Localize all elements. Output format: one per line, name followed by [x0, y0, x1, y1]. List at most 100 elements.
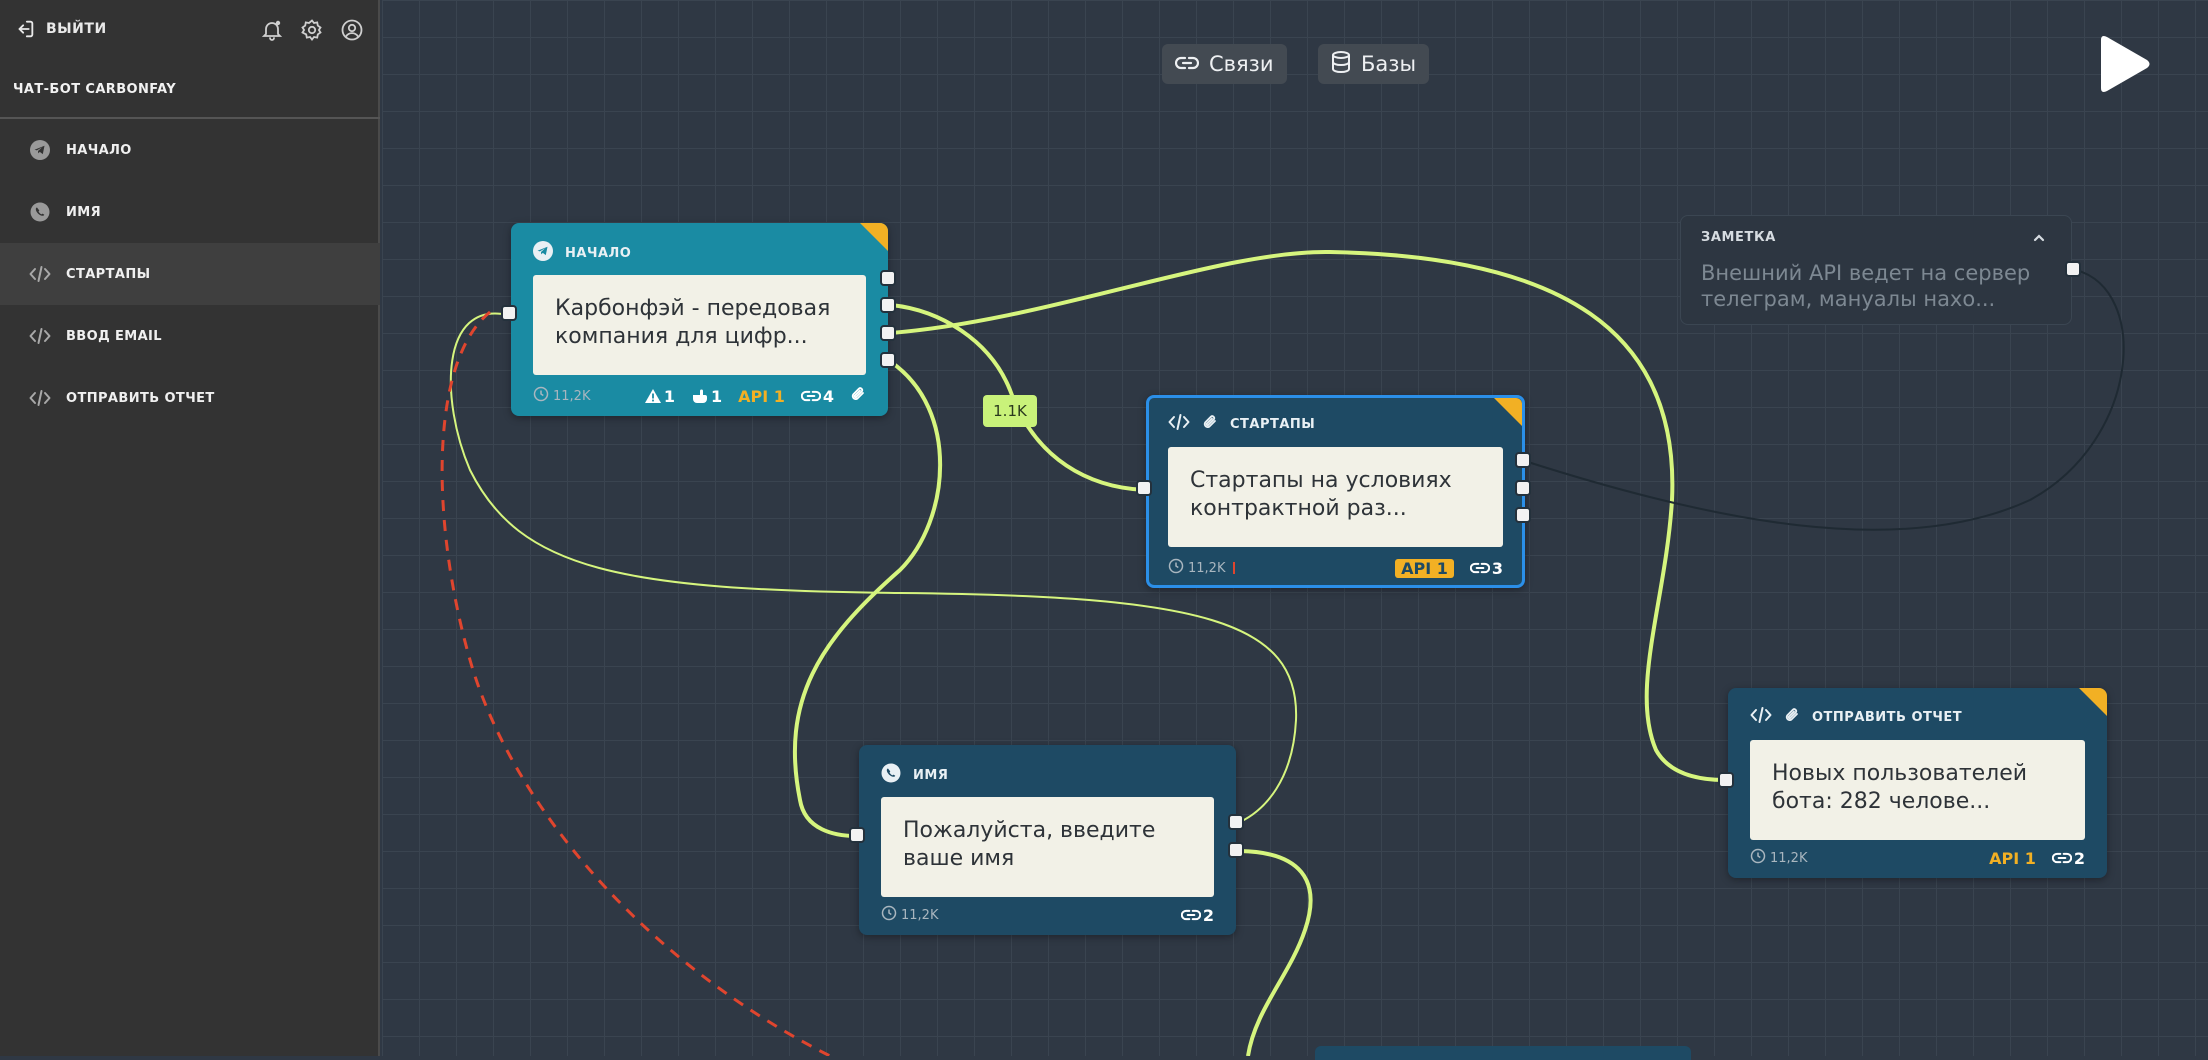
views-stat: 11,2K	[1168, 558, 1236, 578]
node-output-port-4[interactable]	[880, 352, 896, 368]
pointer-hand-icon	[692, 389, 707, 403]
collapse-chevron-up-icon[interactable]	[2031, 230, 2047, 246]
links-button[interactable]: Связи	[1162, 44, 1287, 84]
node-startups[interactable]: СТАРТАПЫ Стартапы на условиях контрактно…	[1136, 395, 1531, 588]
whatsapp-icon	[28, 200, 52, 224]
wire-loop-to-name	[449, 312, 1298, 823]
code-icon	[28, 262, 52, 286]
node-output-port-2[interactable]	[1515, 480, 1531, 496]
node-message[interactable]: Стартапы на условиях контрактной раз...	[1168, 447, 1503, 547]
node-output-port-1[interactable]	[880, 270, 896, 286]
link-icon	[2051, 852, 2072, 864]
code-icon	[1750, 706, 1772, 728]
sidebar-item-label: СТАРТАПЫ	[66, 266, 151, 282]
node-title: НАЧАЛО	[565, 245, 632, 261]
connection-count-badge[interactable]: 1.1K	[983, 395, 1037, 427]
node-output-port-1[interactable]	[1228, 814, 1244, 830]
database-icon	[1331, 50, 1351, 78]
node-message[interactable]: Пожалуйста, введите ваше имя	[881, 797, 1214, 897]
wire-start-to-startups	[890, 303, 1147, 492]
node-name[interactable]: ИМЯ Пожалуйста, введите ваше имя 11,2K 2	[849, 745, 1244, 935]
views-stat: 11,2K	[1750, 848, 1807, 868]
api-badge: API 1	[738, 386, 785, 406]
wire-start-to-name	[792, 360, 942, 838]
sidebar: ВЫЙТИ ЧАТ-БОТ CARBONFAY НАЧАЛО ИМЯ	[0, 0, 380, 1056]
warnings-count: 1	[644, 387, 675, 406]
sidebar-item-label: ИМЯ	[66, 204, 102, 220]
history-clock-icon	[1168, 558, 1184, 578]
node-message[interactable]: Новых пользователей бота: 282 челове...	[1750, 740, 2085, 840]
node-send-report[interactable]: ОТПРАВИТЬ ОТЧЕТ Новых пользователей бота…	[1718, 688, 2107, 878]
node-output-port-3[interactable]	[880, 325, 896, 341]
warnings-value: 1	[663, 386, 675, 406]
history-clock-icon	[881, 905, 897, 925]
node-output-port-2[interactable]	[1228, 842, 1244, 858]
node-message[interactable]: Карбонфэй - передовая компания для цифр.…	[533, 275, 866, 375]
logout-icon	[14, 18, 36, 40]
node-output-port-2[interactable]	[880, 297, 896, 313]
node-corner-marker	[2079, 688, 2107, 716]
sidebar-item-startups[interactable]: СТАРТАПЫ	[0, 243, 380, 305]
warning-icon	[644, 389, 661, 403]
telegram-icon	[533, 241, 553, 265]
code-icon	[28, 324, 52, 348]
hints-value: 1	[710, 386, 723, 406]
note-output-port[interactable]	[2065, 261, 2081, 277]
wire-note-to-startups	[1527, 269, 2125, 531]
links-value: 4	[822, 386, 834, 406]
node-input-port[interactable]	[501, 305, 517, 321]
node-corner-marker	[1494, 398, 1522, 426]
logout-button[interactable]: ВЫЙТИ	[14, 18, 107, 40]
node-output-port-1[interactable]	[1515, 452, 1531, 468]
links-count: 2	[2051, 849, 2085, 868]
run-play-button[interactable]	[2095, 34, 2151, 94]
note-text: Внешний API ведет на сервер телеграм, ма…	[1701, 261, 2031, 311]
sidebar-header: ВЫЙТИ	[0, 0, 380, 64]
paperclip-icon	[1202, 414, 1218, 434]
link-icon	[1180, 909, 1201, 921]
node-title: ИМЯ	[913, 767, 949, 783]
paperclip-icon[interactable]	[850, 386, 866, 406]
api-badge: API 1	[1989, 848, 2036, 868]
node-corner-marker	[860, 223, 888, 251]
sidebar-item-email-input[interactable]: ВВОД EMAIL	[0, 305, 380, 367]
links-value: 2	[1202, 905, 1214, 925]
wire-name-to-next	[1239, 849, 1313, 1056]
bot-title: ЧАТ-БОТ CARBONFAY	[13, 82, 177, 97]
node-start[interactable]: НАЧАЛО Карбонфэй - передовая компания дл…	[501, 223, 896, 416]
note-title: ЗАМЕТКА	[1701, 230, 1776, 245]
history-clock-icon	[533, 386, 549, 406]
links-value: 3	[1491, 558, 1503, 578]
sidebar-item-label: ВВОД EMAIL	[66, 328, 162, 344]
sidebar-item-label: ОТПРАВИТЬ ОТЧЕТ	[66, 390, 215, 406]
links-label: Связи	[1209, 52, 1274, 76]
node-partially-visible[interactable]	[1315, 1046, 1691, 1060]
code-icon	[28, 386, 52, 410]
node-input-port[interactable]	[1718, 772, 1734, 788]
link-icon	[800, 390, 821, 402]
databases-button[interactable]: Базы	[1318, 44, 1430, 84]
code-icon	[1168, 413, 1190, 435]
user-profile-icon[interactable]	[340, 18, 364, 42]
api-badge: API 1	[1395, 558, 1454, 578]
telegram-icon	[28, 138, 52, 162]
sidebar-item-start[interactable]: НАЧАЛО	[0, 119, 380, 181]
play-icon	[2101, 36, 2150, 92]
node-title: СТАРТАПЫ	[1230, 416, 1316, 432]
views-count: 11,2K	[553, 388, 591, 404]
node-output-port-3[interactable]	[1515, 507, 1531, 523]
views-count: 11,2K	[1188, 560, 1226, 576]
link-icon	[1174, 52, 1200, 76]
sidebar-item-label: НАЧАЛО	[66, 142, 132, 158]
wire-start-to-report	[890, 249, 1726, 782]
links-count: 3	[1469, 558, 1503, 578]
notifications-bell-icon[interactable]	[260, 18, 284, 42]
node-input-port[interactable]	[1136, 480, 1152, 496]
sidebar-item-name[interactable]: ИМЯ	[0, 181, 380, 243]
sidebar-item-send-report[interactable]: ОТПРАВИТЬ ОТЧЕТ	[0, 367, 380, 429]
views-count: 11,2K	[901, 907, 939, 923]
node-input-port[interactable]	[849, 827, 865, 843]
flow-canvas[interactable]	[382, 0, 2208, 1056]
settings-gear-icon[interactable]	[300, 18, 324, 42]
sticky-note[interactable]: ЗАМЕТКА Внешний API ведет на сервер теле…	[1680, 215, 2081, 325]
